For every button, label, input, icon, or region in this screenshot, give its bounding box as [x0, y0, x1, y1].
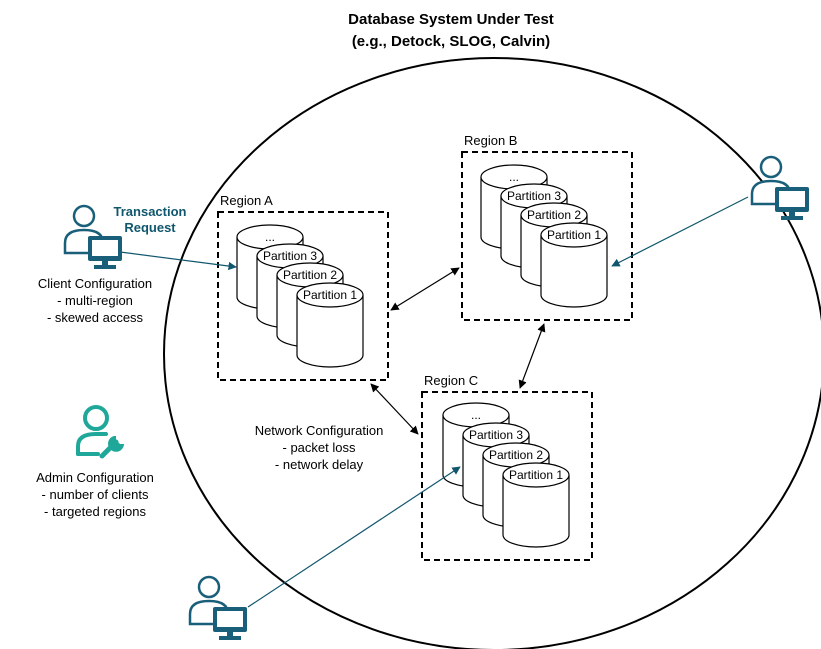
client-config-heading: Client Configuration [38, 276, 152, 291]
transaction-request-label-line2: Request [124, 220, 176, 235]
admin-config-heading: Admin Configuration [36, 470, 154, 485]
partition-label: Partition 1 [547, 228, 601, 242]
partition-label: Partition 3 [469, 428, 523, 442]
admin-config-item: - number of clients [42, 487, 149, 502]
client-config-item: - skewed access [47, 310, 144, 325]
network-config-item: - packet loss [283, 440, 356, 455]
region-b-partitions: ... Partition 3 Partition 2 Partition 1 [480, 164, 608, 308]
region-c: Region C ... Partition 3 Partition 2 Par… [421, 373, 593, 561]
partition-stack-item: Partition 1 [502, 462, 570, 548]
user-computer-icon [188, 575, 247, 640]
partition-label: Partition 2 [527, 208, 581, 222]
network-config-heading: Network Configuration [255, 423, 384, 438]
region-c-partitions: ... Partition 3 Partition 2 Partition 1 [442, 402, 570, 548]
region-b: Region B ... Partition 3 Partition 2 Par… [461, 133, 633, 321]
region-c-label: Region C [424, 373, 478, 388]
diagram-title-line2: (e.g., Detock, SLOG, Calvin) [352, 33, 550, 50]
admin-config-item: - targeted regions [44, 504, 146, 519]
user-computer-icon [750, 155, 809, 220]
link-region-a-c [370, 383, 419, 435]
system-boundary-circle [163, 57, 821, 649]
diagram-title-line1: Database System Under Test [348, 11, 554, 28]
partition-label: Partition 1 [509, 468, 563, 482]
transaction-request-label-line1: Transaction [114, 204, 187, 219]
partition-stack-item: Partition 1 [540, 222, 608, 308]
client-config-item: - multi-region [57, 293, 133, 308]
partition-label: Partition 1 [303, 288, 357, 302]
region-a: Region A ... Partition 3 Partition 2 Par… [217, 193, 389, 381]
request-line-client-c [247, 466, 461, 608]
partition-label: Partition 2 [489, 448, 543, 462]
region-a-label: Region A [220, 193, 273, 208]
partition-label: Partition 3 [507, 189, 561, 203]
request-line-client-a [119, 251, 237, 271]
partition-label: ... [471, 408, 481, 422]
partition-label: ... [265, 230, 275, 244]
network-config-item: - network delay [275, 457, 364, 472]
link-region-b-c [518, 323, 546, 389]
user-computer-icon [63, 204, 122, 269]
partition-stack-item: Partition 1 [296, 282, 364, 368]
user-wrench-icon [76, 405, 124, 459]
link-region-a-b [390, 267, 460, 311]
region-a-partitions: ... Partition 3 Partition 2 Partition 1 [236, 224, 364, 368]
request-line-client-b [611, 196, 749, 267]
partition-label: ... [509, 170, 519, 184]
region-b-label: Region B [464, 133, 517, 148]
partition-label: Partition 3 [263, 249, 317, 263]
partition-label: Partition 2 [283, 268, 337, 282]
